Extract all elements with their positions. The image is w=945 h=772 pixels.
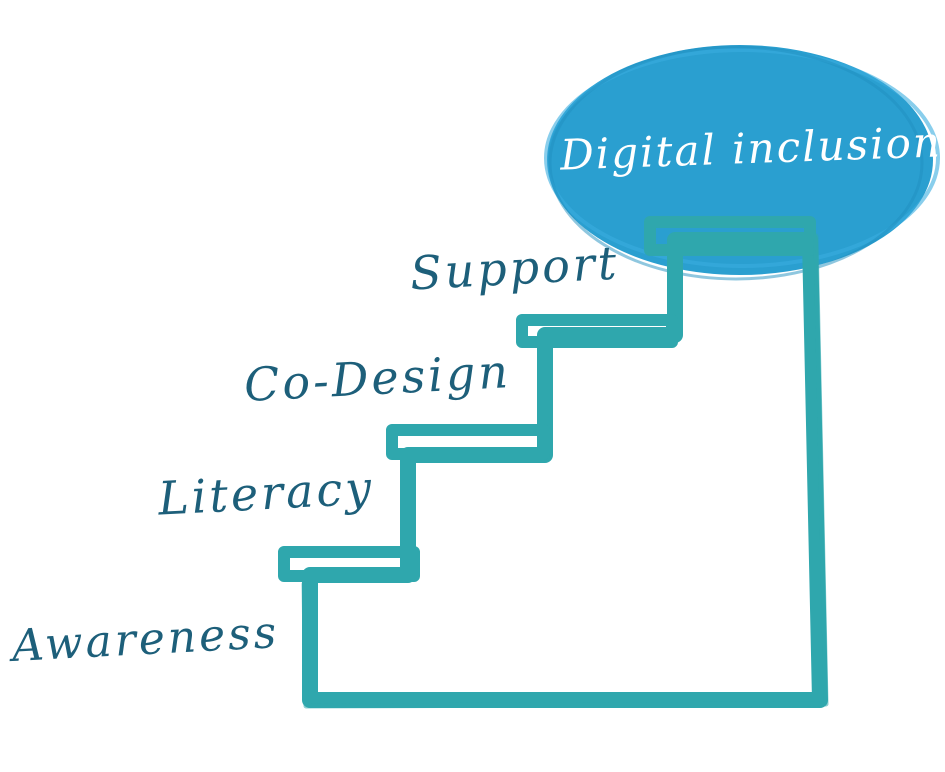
staircase-sketch-line	[301, 233, 829, 709]
tread-step-2	[386, 424, 550, 460]
goal-ellipse-rough-edge-2	[548, 45, 924, 281]
goal-ellipse-rough-edge	[544, 48, 940, 268]
staircase	[278, 216, 829, 709]
staircase-outline	[302, 232, 828, 708]
step-label-co-design: Co-Design	[242, 344, 513, 412]
tread-top	[644, 216, 816, 256]
goal-blob	[544, 45, 940, 281]
step-label-support: Support	[408, 235, 621, 301]
tread-step-1	[278, 546, 420, 582]
step-label-literacy: Literacy	[156, 460, 376, 526]
tread-step-3	[516, 314, 678, 348]
